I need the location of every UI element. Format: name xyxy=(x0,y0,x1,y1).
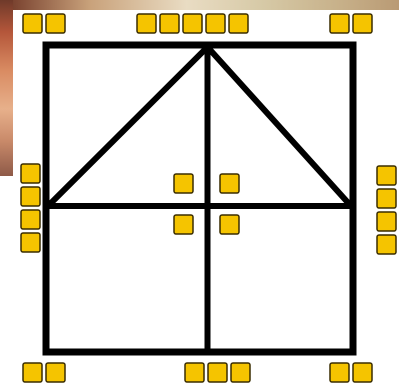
square-marker-right-side-1 xyxy=(377,166,396,185)
square-marker-left-side-3 xyxy=(21,210,40,229)
square-marker-center-3 xyxy=(174,215,193,234)
square-marker-bottom-left-1 xyxy=(23,363,42,382)
square-marker-left-side-4 xyxy=(21,233,40,252)
square-marker-bottom-center-3 xyxy=(231,363,250,382)
square-marker-top-right-2 xyxy=(353,14,372,33)
square-marker-top-center-3 xyxy=(183,14,202,33)
square-marker-top-center-5 xyxy=(229,14,248,33)
square-marker-top-left-1 xyxy=(23,14,42,33)
square-marker-top-center-2 xyxy=(160,14,179,33)
square-marker-left-side-1 xyxy=(21,164,40,183)
square-marker-top-right-1 xyxy=(330,14,349,33)
square-marker-center-1 xyxy=(174,174,193,193)
square-marker-right-side-2 xyxy=(377,189,396,208)
square-marker-right-side-3 xyxy=(377,212,396,231)
square-marker-bottom-right-1 xyxy=(330,363,349,382)
square-marker-bottom-right-2 xyxy=(353,363,372,382)
square-marker-center-2 xyxy=(220,174,239,193)
square-marker-top-center-1 xyxy=(137,14,156,33)
square-marker-top-center-4 xyxy=(206,14,225,33)
square-marker-center-4 xyxy=(220,215,239,234)
square-marker-right-side-4 xyxy=(377,235,396,254)
square-marker-top-left-2 xyxy=(46,14,65,33)
square-marker-bottom-center-2 xyxy=(208,363,227,382)
square-marker-bottom-center-1 xyxy=(185,363,204,382)
square-marker-bottom-left-2 xyxy=(46,363,65,382)
square-marker-left-side-2 xyxy=(21,187,40,206)
